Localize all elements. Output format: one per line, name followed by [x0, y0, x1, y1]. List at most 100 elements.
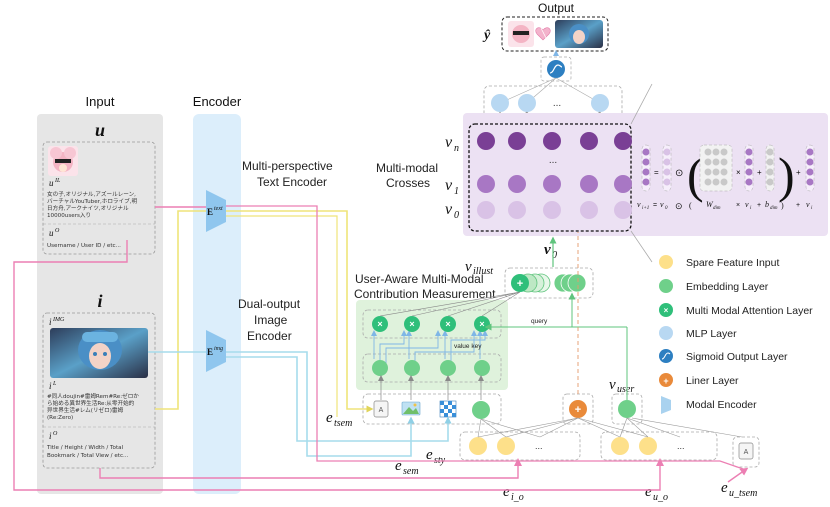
v-illust-concat-nodes: + [511, 273, 587, 293]
svg-text:v: v [445, 177, 453, 194]
svg-text:v: v [445, 201, 453, 218]
v0-below-label: v 0 [544, 242, 557, 261]
svg-text:Sigmoid Output Layer: Sigmoid Output Layer [686, 351, 788, 363]
svg-text:dim: dim [770, 206, 778, 211]
legend-item-attention: × Multi Modal Attention Layer [659, 303, 813, 317]
item-o-embedding-node [472, 401, 490, 419]
style-feature-icon [439, 400, 457, 418]
svg-text:A: A [744, 449, 749, 456]
mlp-node [518, 94, 536, 112]
svg-text:e: e [503, 484, 510, 500]
svg-text:+: + [757, 168, 762, 177]
user-card [42, 141, 156, 255]
image-encoder-label-1: Dual-output [238, 297, 301, 311]
svg-text:0: 0 [665, 206, 668, 211]
formula-bottom-row: v i+1 = v 0 ⊙ ( W dim × v i + b dim ) + … [637, 200, 813, 211]
image-encoder-to-sem-line [226, 351, 415, 457]
user-avatar-image [48, 146, 78, 176]
svg-text:1: 1 [454, 186, 459, 197]
attention-row-box [362, 309, 502, 339]
output-box [501, 16, 609, 52]
item-o-label: i O [49, 431, 58, 441]
svg-text:(Re:Zero): (Re:Zero) [47, 415, 73, 421]
output-item-image [555, 20, 603, 48]
svg-text:): ) [778, 147, 795, 203]
svg-text:sem: sem [403, 466, 419, 477]
svg-text:Embedding Layer: Embedding Layer [686, 281, 769, 293]
svg-text:×: × [445, 319, 450, 329]
input-panel [37, 114, 163, 494]
cross-formula: = ⊙ ( × + ) + [641, 144, 815, 203]
legend-item-mlp: MLP Layer [659, 326, 737, 340]
svg-text:IL: IL [54, 178, 61, 184]
user-o-text: Username / User ID / etc... [47, 243, 121, 249]
text-encoder-label-1: Multi-perspective [242, 159, 333, 173]
user-tsem-route-line [226, 205, 747, 471]
sigmoid-box [540, 56, 572, 82]
text-encoder-symbol: E text [207, 206, 223, 217]
value-key-label: value key [454, 343, 482, 350]
svg-text:v: v [745, 200, 749, 209]
y-hat-label: ŷ [482, 28, 491, 43]
svg-text:⊙: ⊙ [675, 168, 683, 179]
svg-text:i: i [49, 317, 52, 327]
svg-text:L: L [52, 381, 57, 387]
svg-text:バーチャルYouTuber,ホロライブ,明: バーチャルYouTuber,ホロライブ,明 [47, 197, 137, 205]
user-sparse-dots: ... [677, 441, 685, 451]
svg-text:u: u [49, 178, 54, 188]
svg-text:v: v [445, 134, 453, 151]
svg-text:u_o: u_o [653, 492, 668, 503]
item-sparse-dots: ... [535, 441, 543, 451]
svg-text:illust: illust [473, 266, 493, 277]
text-feature-icon: A [373, 400, 389, 418]
svg-text:=: = [653, 202, 657, 209]
svg-text:×: × [736, 168, 741, 177]
svg-text:Multi Modal Attention Layer: Multi Modal Attention Layer [686, 305, 813, 317]
attention-panel [356, 300, 508, 390]
output-user-avatar [508, 21, 534, 47]
svg-text:W: W [706, 200, 714, 209]
svg-text:v: v [465, 259, 472, 275]
svg-text:+: + [575, 404, 581, 416]
svg-text:i_o: i_o [511, 492, 524, 503]
svg-text:i: i [750, 206, 752, 211]
e-uo-label: e u_o [645, 484, 668, 503]
item-text-to-encoder-line [155, 210, 206, 410]
svg-text:×: × [409, 319, 414, 329]
to-user-tsem-arrow [727, 467, 749, 483]
svg-text:MLP Layer: MLP Layer [686, 328, 737, 340]
v-1-label: v 1 [445, 177, 459, 197]
crosses-title-2: Crosses [386, 176, 430, 190]
svg-text:tsem: tsem [334, 418, 352, 429]
svg-text:Modal Encoder: Modal Encoder [686, 399, 757, 411]
svg-text:10000users入り: 10000users入り [47, 212, 91, 219]
crosses-dots: ... [549, 155, 557, 166]
svg-text:#同人doujin#雷姆Rem#Re:ゼロか: #同人doujin#雷姆Rem#Re:ゼロか [47, 392, 139, 400]
v-user-label: v user [609, 377, 634, 395]
output-header: Output [538, 1, 575, 15]
svg-text:u_tsem: u_tsem [729, 488, 757, 499]
item-card [42, 312, 156, 469]
svg-text:n: n [454, 143, 459, 154]
svg-text:×: × [736, 202, 740, 209]
encoder-header: Encoder [193, 94, 242, 109]
text-encoder-label-2: Text Encoder [257, 175, 327, 189]
svg-text:+: + [757, 202, 761, 209]
svg-text:v: v [806, 200, 810, 209]
image-encoder-label-2: Image [254, 313, 288, 327]
legend: Spare Feature Input Embedding Layer × Mu… [659, 255, 813, 414]
item-l-label: i L [49, 381, 57, 391]
svg-text:e: e [395, 458, 402, 474]
image-encoder-shape [206, 330, 226, 372]
v-user-node [618, 400, 636, 418]
sigmoid-output-node [547, 60, 565, 78]
svg-text:Liner Layer: Liner Layer [686, 375, 739, 387]
svg-text:异世界生活#レム(リゼロ)雷姆: 异世界生活#レム(リゼロ)雷姆 [47, 406, 123, 414]
cross-node-v1 [477, 175, 632, 193]
item-o-to-eio-line [99, 458, 522, 479]
image-encoder-label-3: Encoder [247, 329, 292, 343]
svg-text:+: + [796, 168, 801, 177]
item-symbol: i [97, 291, 102, 311]
user-tsem-to-vuser-line [631, 417, 743, 438]
liner-node: + [569, 400, 587, 418]
